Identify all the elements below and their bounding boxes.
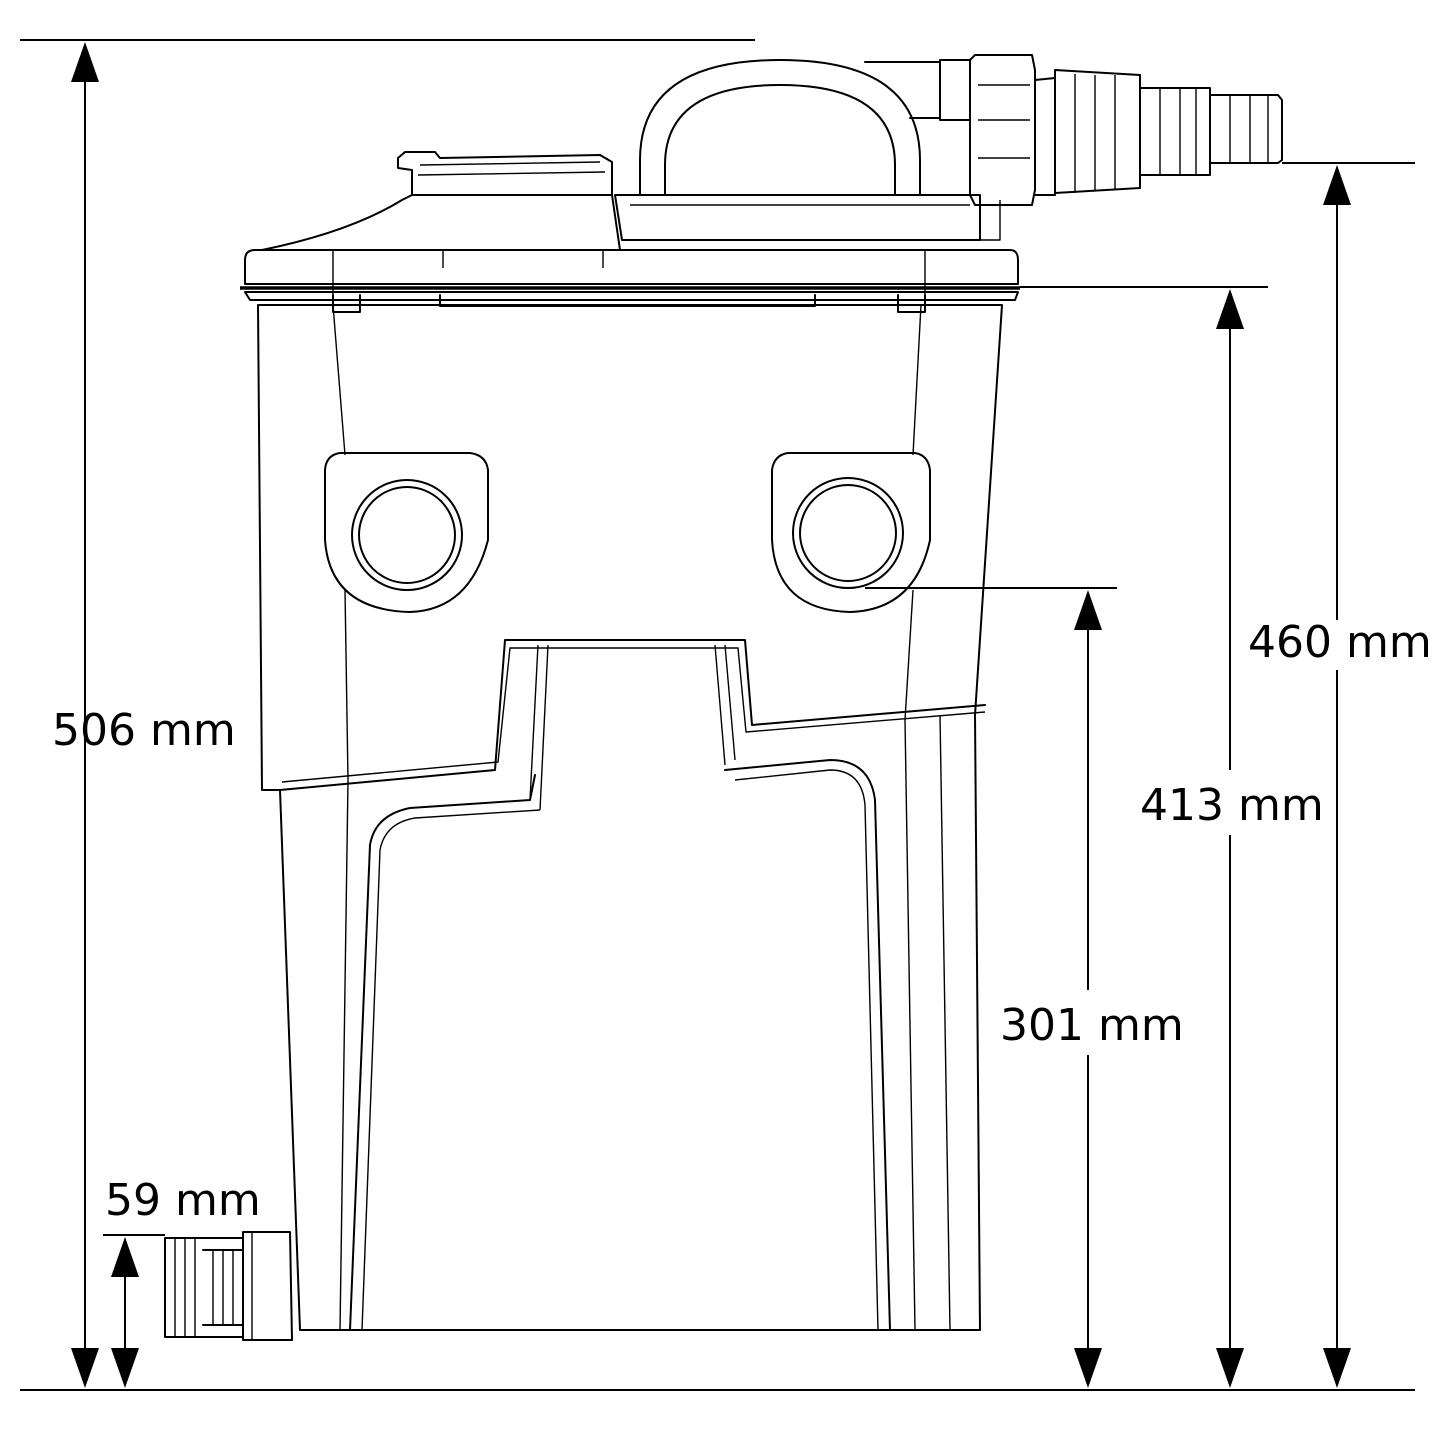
dimension-label-59: 59 mm bbox=[105, 1175, 261, 1226]
inlet-port-left bbox=[324, 452, 489, 613]
dimension-overall-height: 506 mm bbox=[52, 42, 236, 1388]
inlet-port-right bbox=[771, 452, 931, 613]
dimension-lid-height: 413 mm bbox=[1140, 289, 1324, 1388]
filter-body bbox=[257, 304, 1003, 1331]
filter-lid bbox=[240, 151, 1020, 313]
dimension-inlet-height: 301 mm bbox=[1000, 590, 1184, 1388]
outlet-connector bbox=[864, 54, 1283, 206]
drain-connector bbox=[164, 1231, 293, 1341]
dimension-label-301: 301 mm bbox=[1000, 1000, 1184, 1051]
dimension-extension-lines bbox=[20, 39, 1415, 1391]
dimension-outlet-height: 460 mm bbox=[1248, 165, 1432, 1388]
dimension-label-460: 460 mm bbox=[1248, 617, 1432, 668]
dimension-label-413: 413 mm bbox=[1140, 780, 1324, 831]
carry-handle bbox=[614, 59, 1001, 241]
dimension-drain-height: 59 mm bbox=[105, 1175, 261, 1388]
dimension-label-506: 506 mm bbox=[52, 705, 236, 756]
